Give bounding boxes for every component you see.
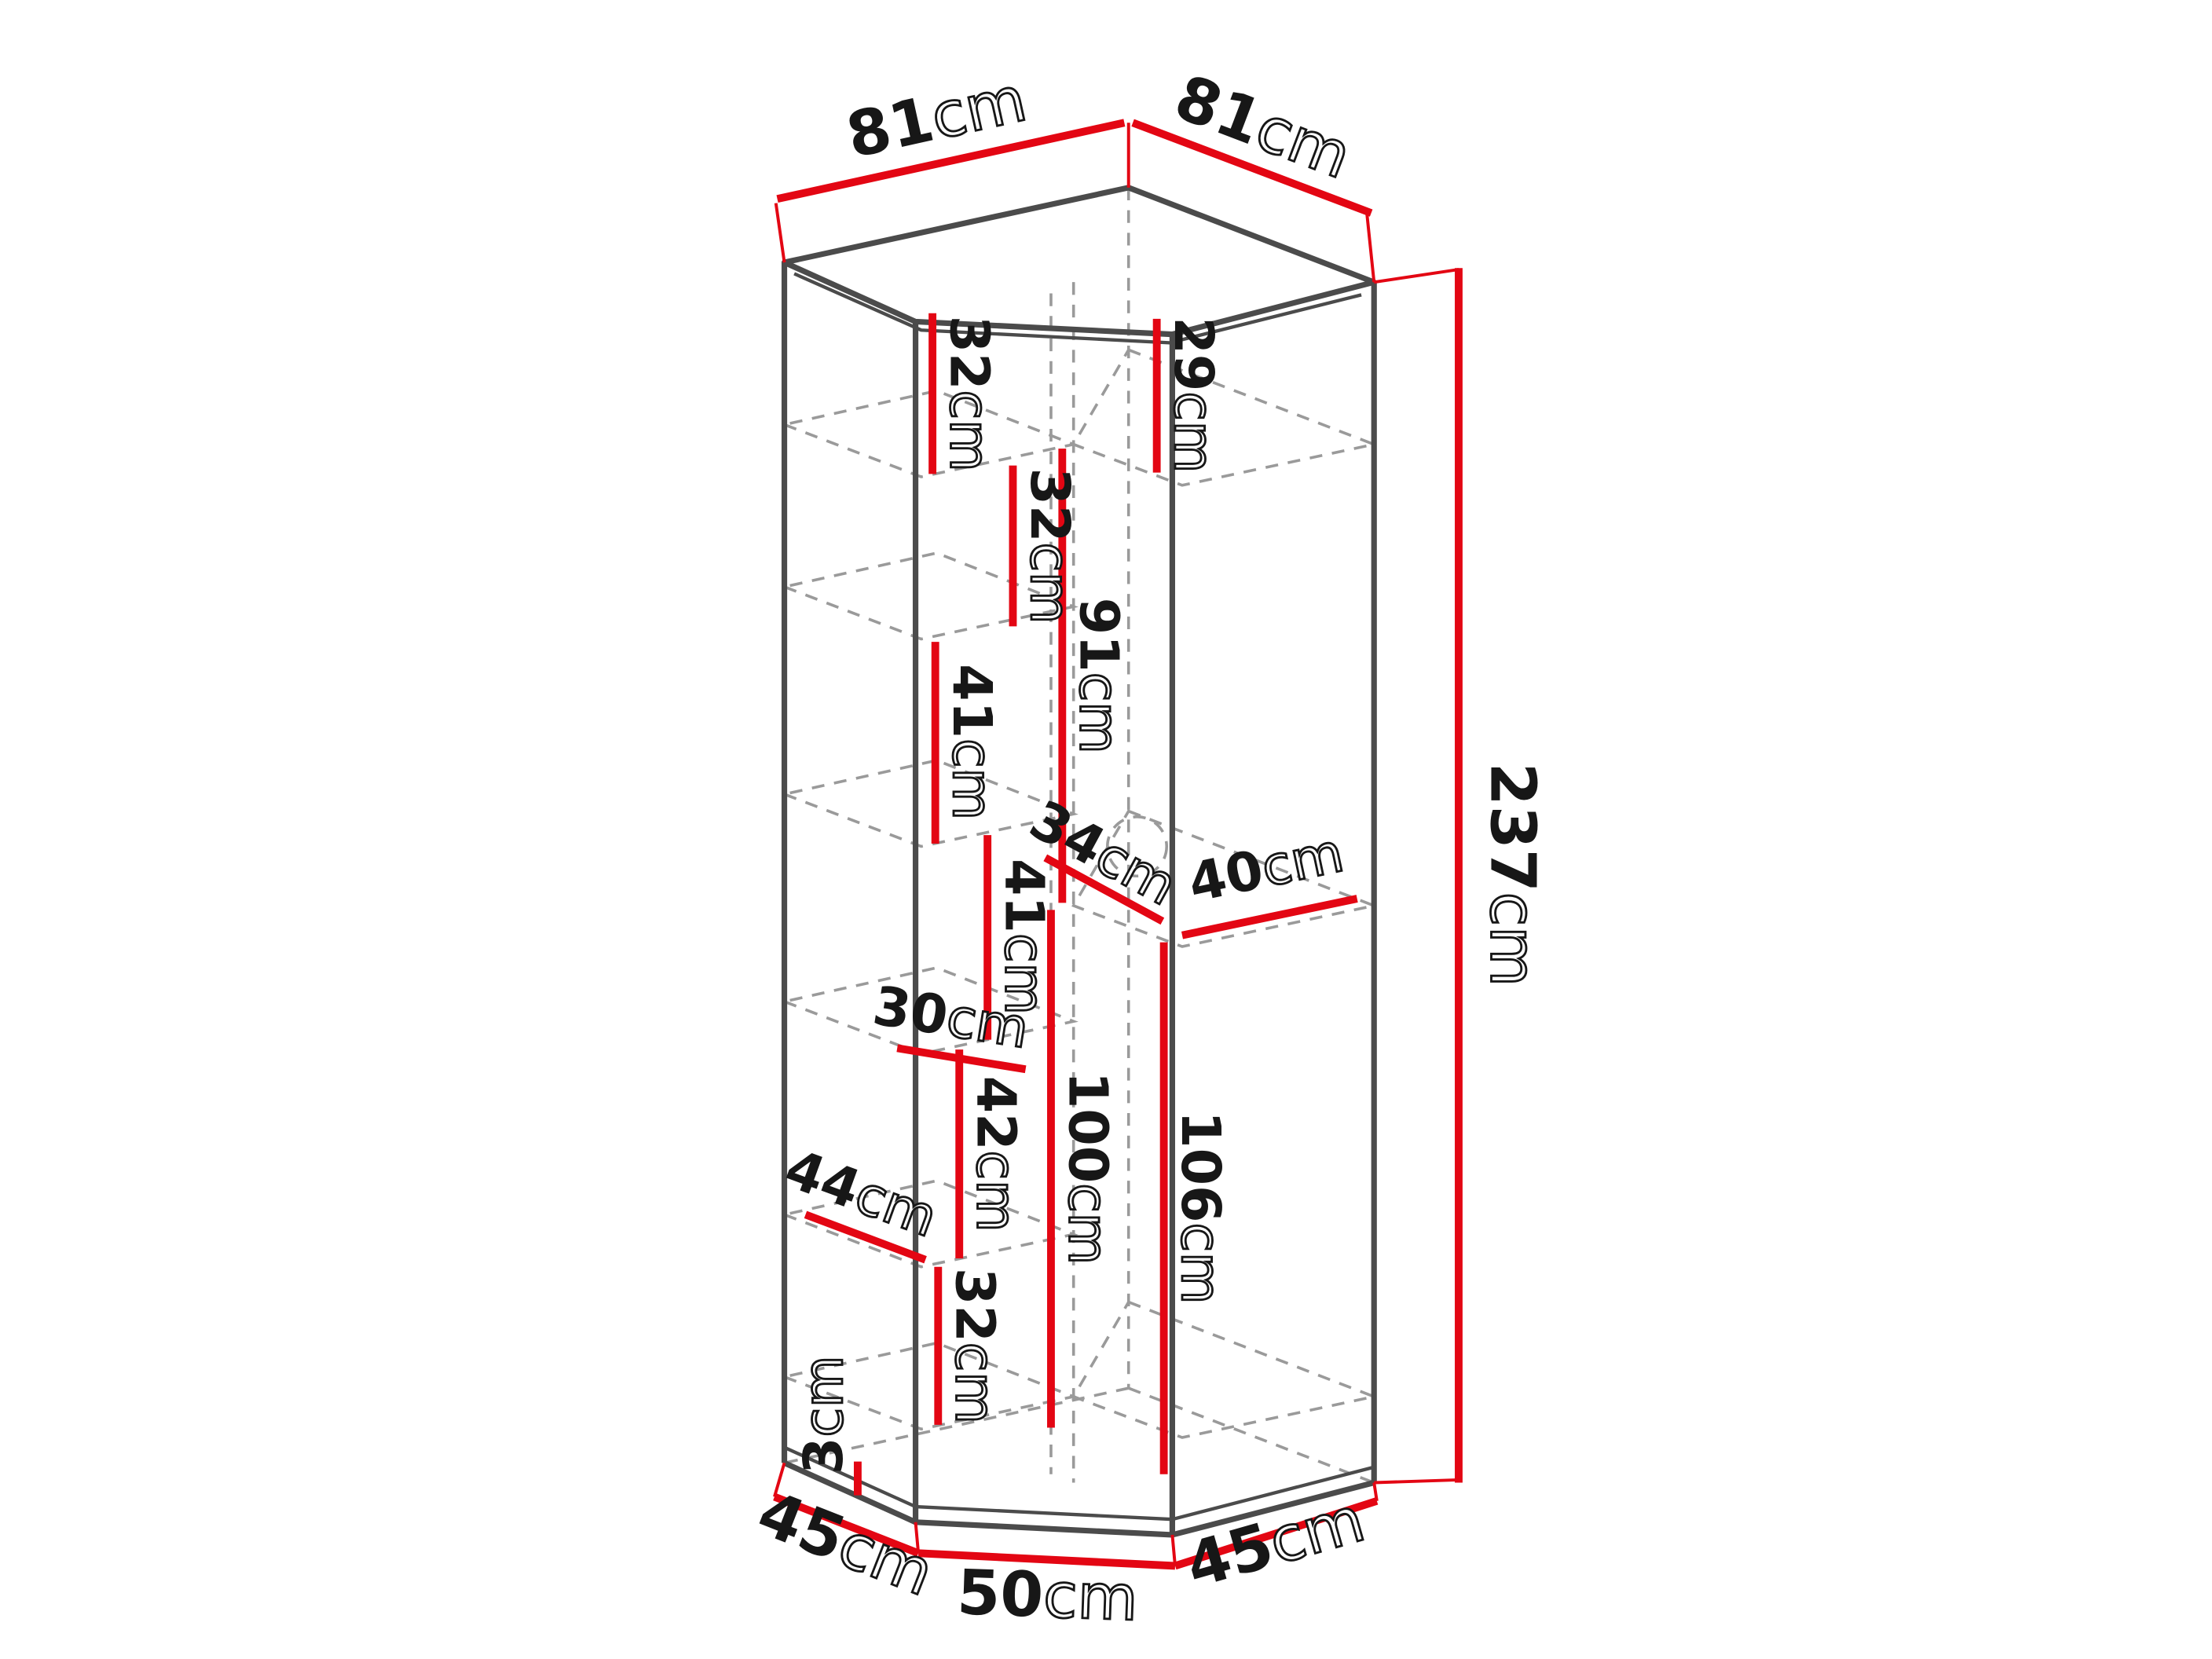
cabinet-outline [781, 185, 1377, 1538]
dim-unit: cm [1476, 892, 1548, 987]
dim-value: 91 [1068, 598, 1130, 672]
dimension-labels: 81cm 81cm 237cm 32cm 29cm 32cm 91cm 41cm… [749, 61, 1550, 1636]
dim-label-hanging-lower-right: 106cm [1169, 1111, 1231, 1304]
dim-unit: cm [992, 933, 1054, 1015]
dim-label-plinth-height: 3cm [793, 1356, 855, 1474]
dim-value: 237 [1476, 763, 1548, 892]
dim-value: 30 [869, 975, 952, 1048]
dim-value: 3 [793, 1437, 855, 1474]
dim-label-hanging-upper: 91cm [1068, 598, 1130, 754]
dim-label-left-shelf-gap-6: 32cm [943, 1268, 1005, 1424]
dim-value: 41 [940, 664, 1002, 738]
dim-unit: cm [965, 1151, 1027, 1232]
dim-label-left-shelf-gap-5: 42cm [965, 1076, 1027, 1232]
cabinet-hidden-lines [779, 187, 1379, 1485]
dim-value: 29 [1162, 317, 1224, 391]
dim-label-top-left-width: 81cm [840, 63, 1033, 173]
dim-label-total-height: 237cm [1476, 763, 1548, 987]
dim-label-base-right-width: 45cm [1178, 1483, 1372, 1602]
dim-value: 106 [1169, 1111, 1231, 1222]
dim-value: 32 [943, 1268, 1005, 1342]
dim-value: 32 [1018, 468, 1080, 543]
dim-label-right-top-gap: 29cm [1162, 317, 1224, 473]
dim-unit: cm [1169, 1223, 1231, 1305]
dim-unit: cm [793, 1356, 855, 1437]
dimension-lines [773, 119, 1463, 1570]
dim-label-left-shelf-gap-3: 41cm [940, 664, 1002, 820]
dim-unit: cm [937, 390, 999, 472]
dim-value: 40 [1183, 839, 1269, 915]
dim-unit: cm [1256, 822, 1349, 900]
dim-label-left-shelf-gap-4: 41cm [992, 859, 1054, 1015]
dim-label-left-top-gap: 32cm [937, 316, 999, 472]
dim-unit: cm [1262, 1483, 1372, 1579]
dim-unit: cm [943, 987, 1033, 1060]
dim-value: 42 [965, 1076, 1027, 1151]
dim-label-hanging-lower-left: 100cm [1056, 1071, 1118, 1265]
dim-unit: cm [940, 738, 1002, 820]
dim-unit: cm [1018, 543, 1080, 624]
dim-label-mid-shelf-width: 40cm [1183, 822, 1349, 916]
dim-value: 32 [937, 316, 999, 390]
dim-unit: cm [1068, 672, 1130, 754]
dim-value: 100 [1056, 1071, 1118, 1183]
dim-unit: cm [943, 1342, 1005, 1424]
dim-value: 81 [840, 83, 940, 173]
dim-unit: cm [1056, 1183, 1118, 1265]
dim-unit: cm [925, 63, 1032, 154]
dim-label-base-front-width: 50cm [956, 1556, 1139, 1635]
dim-label-shelf-depth-upper: 30cm [869, 975, 1033, 1060]
dim-unit: cm [1042, 1559, 1140, 1635]
dim-value: 50 [956, 1556, 1045, 1632]
dim-value: 41 [992, 859, 1054, 933]
dim-label-left-shelf-gap-2: 32cm [1018, 468, 1080, 624]
clothes-rail-icon [1106, 815, 1169, 878]
dim-unit: cm [1162, 391, 1224, 473]
